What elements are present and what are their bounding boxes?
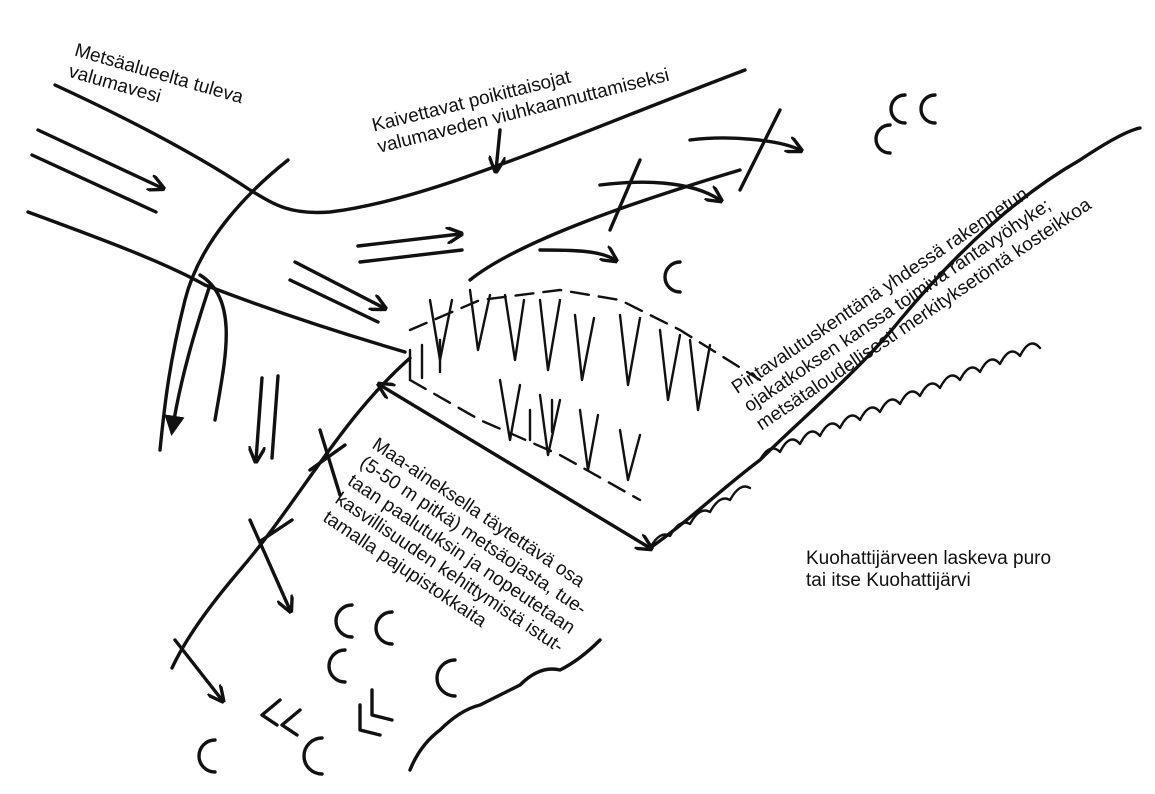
- double-arrow-4b: [272, 376, 278, 458]
- double-arrow-3: [358, 234, 460, 246]
- double-arrow-3b: [360, 250, 462, 262]
- inflow-arrows: [32, 130, 462, 460]
- cross-ditches: [470, 110, 800, 280]
- vegetation-tufts: [410, 290, 710, 480]
- double-arrow-1: [38, 130, 162, 188]
- double-arrow-2: [295, 262, 384, 308]
- double-arrow-4: [256, 378, 262, 460]
- solid-arrow: [172, 285, 210, 432]
- side-ditch-arrow: [200, 275, 226, 420]
- lake-stream-label: Kuohattijärveen laskeva puro tai itse Ku…: [806, 548, 1051, 592]
- double-arrow-1b: [32, 155, 156, 212]
- lower-flow-marks: [175, 430, 345, 700]
- shrub-symbols: [199, 95, 935, 774]
- double-arrow-2b: [290, 280, 378, 322]
